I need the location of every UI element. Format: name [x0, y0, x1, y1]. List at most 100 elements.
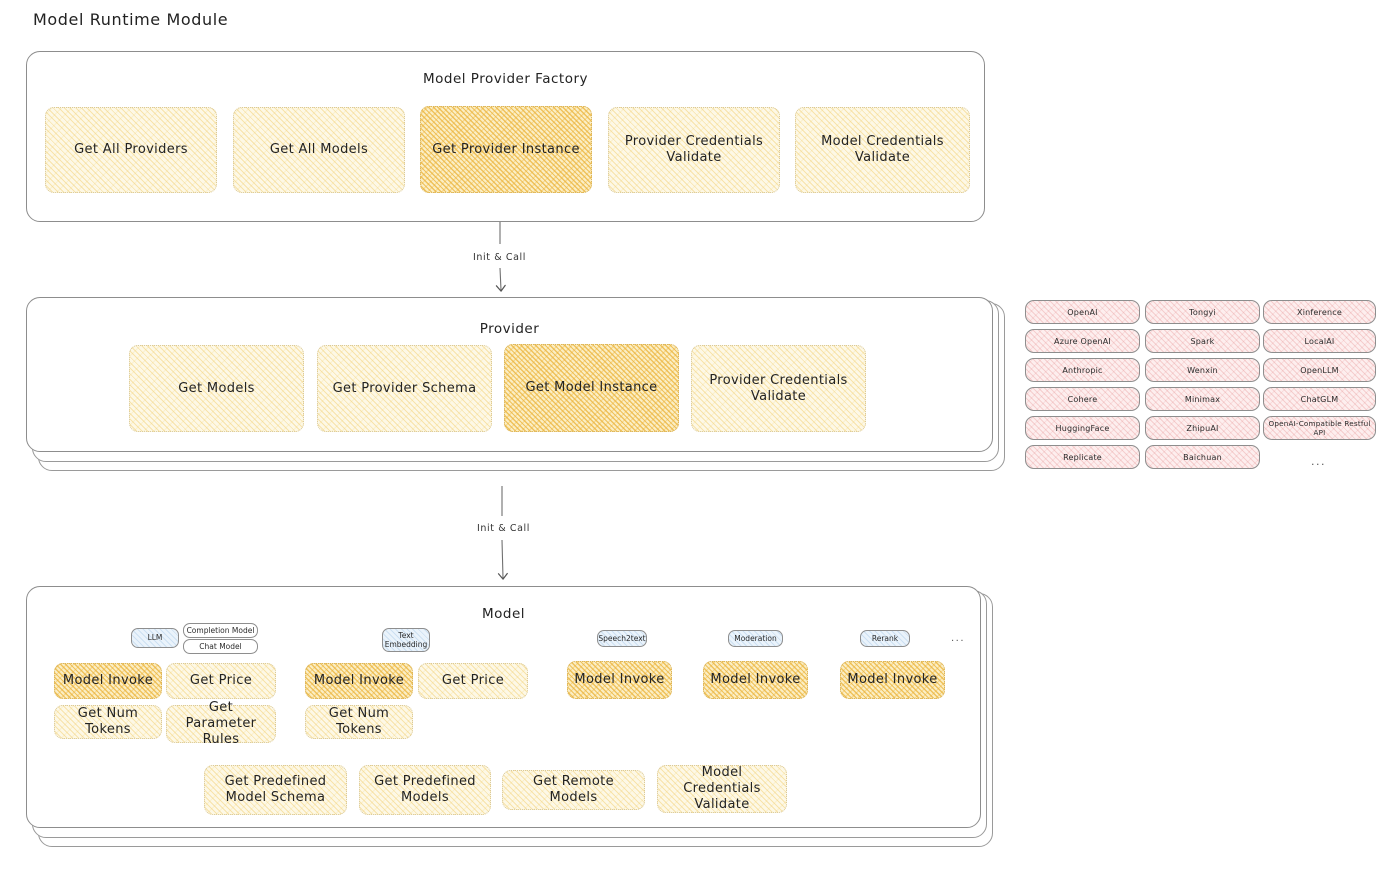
node-label: Provider Credentials Validate: [709, 372, 848, 404]
badge-label: Speech2text: [598, 633, 646, 643]
node-get-all-models[interactable]: Get All Models: [233, 107, 405, 193]
model-title: Model: [481, 606, 526, 622]
model-type-badge-rerank[interactable]: Rerank: [860, 630, 910, 647]
provider-chip-label: HuggingFace: [1055, 423, 1110, 433]
node-model-credentials-validate[interactable]: Model Credentials Validate: [795, 107, 970, 193]
provider-chip-label: OpenAI: [1067, 307, 1098, 317]
node-provider-credentials-validate[interactable]: Provider Credentials Validate: [608, 107, 780, 193]
node-provider-credentials-validate-2[interactable]: Provider Credentials Validate: [691, 345, 866, 432]
arrow-label-init-call-1: Init & Call: [470, 252, 529, 263]
badge-label: Moderation: [734, 633, 777, 643]
model-type-badge-text-embedding[interactable]: Text Embedding: [382, 628, 430, 652]
provider-chip[interactable]: OpenAI: [1025, 300, 1140, 324]
node-label: Model Invoke: [313, 673, 405, 689]
provider-chip[interactable]: Replicate: [1025, 445, 1140, 469]
provider-chip-label: LocalAI: [1304, 336, 1335, 346]
node-label: Get All Providers: [74, 142, 188, 158]
node-llm-get-price[interactable]: Get Price: [166, 663, 276, 699]
node-label: Get Provider Instance: [432, 141, 580, 157]
provider-chip[interactable]: Wenxin: [1145, 358, 1260, 382]
node-get-all-providers[interactable]: Get All Providers: [45, 107, 217, 193]
provider-chip[interactable]: OpenAI-Compatible Restful API: [1263, 416, 1376, 440]
node-get-remote-models[interactable]: Get Remote Models: [502, 770, 645, 810]
provider-chip[interactable]: Cohere: [1025, 387, 1140, 411]
provider-chip[interactable]: ChatGLM: [1263, 387, 1376, 411]
model-type-badge-speech2text[interactable]: Speech2text: [597, 630, 647, 647]
provider-chip[interactable]: ZhipuAI: [1145, 416, 1260, 440]
provider-chip-label: Spark: [1190, 336, 1215, 346]
provider-chip-label: Anthropic: [1062, 365, 1103, 375]
node-llm-get-parameter-rules[interactable]: Get Parameter Rules: [166, 700, 276, 747]
sub-badge-chat-model[interactable]: Chat Model: [183, 639, 258, 654]
node-label: Get Remote Models: [533, 774, 614, 805]
provider-chip[interactable]: Azure OpenAI: [1025, 329, 1140, 353]
badge-label: LLM: [147, 633, 163, 643]
badge-label: Text Embedding: [384, 630, 428, 649]
provider-list-more: ...: [1311, 455, 1326, 468]
provider-chip-label: Minimax: [1184, 394, 1221, 404]
provider-title: Provider: [479, 321, 540, 337]
sub-badge-label: Completion Model: [186, 626, 255, 635]
node-label: Get Model Instance: [525, 380, 658, 396]
node-label: Get Models: [178, 380, 255, 396]
node-label: Model Invoke: [847, 672, 938, 688]
provider-chip-label: Wenxin: [1187, 365, 1218, 375]
node-label: Model Invoke: [710, 672, 801, 688]
factory-title: Model Provider Factory: [422, 71, 588, 87]
provider-chip-label: OpenLLM: [1300, 365, 1339, 375]
node-label: Get Predefined Model Schema: [224, 774, 327, 805]
node-label: Get Num Tokens: [77, 706, 139, 737]
provider-chip-label: ZhipuAI: [1186, 423, 1219, 433]
arrow-label-init-call-2: Init & Call: [474, 523, 533, 534]
node-model-credentials-validate-2[interactable]: Model Credentials Validate: [657, 765, 787, 813]
provider-chip[interactable]: Minimax: [1145, 387, 1260, 411]
node-embedding-get-num-tokens[interactable]: Get Num Tokens: [305, 705, 413, 739]
badge-label: Rerank: [871, 633, 899, 643]
node-get-provider-instance[interactable]: Get Provider Instance: [420, 106, 592, 193]
model-type-badge-llm[interactable]: LLM: [131, 628, 179, 648]
node-get-provider-schema[interactable]: Get Provider Schema: [317, 345, 492, 432]
node-label: Model Invoke: [62, 673, 154, 689]
node-llm-model-invoke[interactable]: Model Invoke: [54, 663, 162, 699]
provider-chip-label: Xinference: [1297, 307, 1342, 317]
node-label: Model Credentials Validate: [821, 134, 944, 165]
node-get-model-instance[interactable]: Get Model Instance: [504, 344, 679, 432]
node-rerank-model-invoke[interactable]: Model Invoke: [840, 661, 945, 699]
provider-chip-label: Tongyi: [1189, 307, 1216, 317]
model-types-more: ...: [951, 633, 966, 644]
node-speech2text-model-invoke[interactable]: Model Invoke: [567, 661, 672, 699]
node-label: Get All Models: [269, 142, 369, 158]
provider-chip[interactable]: Spark: [1145, 329, 1260, 353]
provider-chip[interactable]: Tongyi: [1145, 300, 1260, 324]
provider-chip[interactable]: HuggingFace: [1025, 416, 1140, 440]
node-label: Provider Credentials Validate: [624, 134, 764, 165]
provider-chip-label: Cohere: [1067, 394, 1098, 404]
provider-chip[interactable]: Xinference: [1263, 300, 1376, 324]
node-get-predefined-models[interactable]: Get Predefined Models: [359, 765, 491, 815]
node-moderation-model-invoke[interactable]: Model Invoke: [703, 661, 808, 699]
provider-chip-label: Baichuan: [1183, 452, 1222, 462]
provider-chip-label: Azure OpenAI: [1054, 336, 1111, 346]
sub-badge-label: Chat Model: [199, 642, 242, 651]
node-embedding-model-invoke[interactable]: Model Invoke: [305, 663, 413, 699]
node-llm-get-num-tokens[interactable]: Get Num Tokens: [54, 705, 162, 739]
node-label: Get Price: [441, 673, 505, 689]
node-label: Get Price: [189, 673, 253, 689]
node-label: Get Parameter Rules: [185, 700, 257, 747]
sub-badge-completion-model[interactable]: Completion Model: [183, 623, 258, 638]
provider-chip-label: Replicate: [1063, 452, 1102, 462]
node-embedding-get-price[interactable]: Get Price: [418, 663, 528, 699]
node-label: Get Provider Schema: [332, 380, 477, 396]
node-get-predefined-model-schema[interactable]: Get Predefined Model Schema: [204, 765, 347, 815]
provider-chip[interactable]: Baichuan: [1145, 445, 1260, 469]
node-get-models[interactable]: Get Models: [129, 345, 304, 432]
model-type-badge-moderation[interactable]: Moderation: [728, 630, 783, 647]
provider-chip-label: ChatGLM: [1300, 394, 1339, 404]
node-label: Get Num Tokens: [328, 706, 390, 737]
provider-chip[interactable]: Anthropic: [1025, 358, 1140, 382]
provider-chip[interactable]: LocalAI: [1263, 329, 1376, 353]
provider-chip[interactable]: OpenLLM: [1263, 358, 1376, 382]
node-label: Model Credentials Validate: [683, 765, 761, 812]
provider-chip-label: OpenAI-Compatible Restful API: [1268, 419, 1371, 437]
